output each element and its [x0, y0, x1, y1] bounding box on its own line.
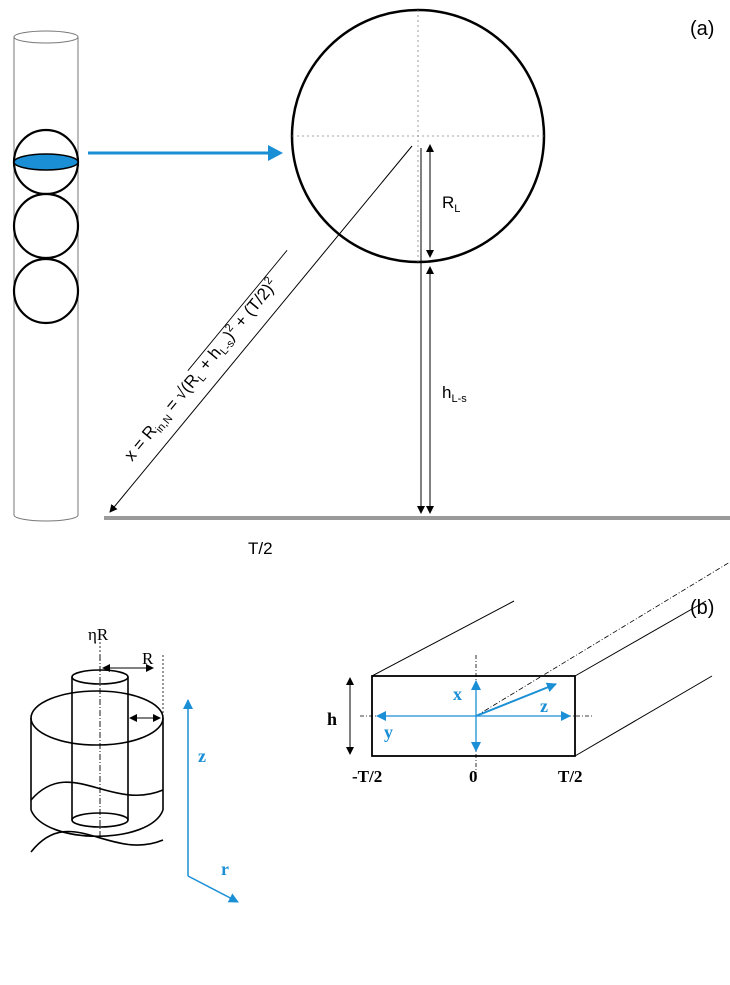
- panel-b-label: (b): [690, 597, 714, 619]
- svg-text:x = Rin,N = √(RL + hL-s)2 + (T: x = Rin,N = √(RL + hL-s)2 + (T/2)2: [120, 274, 284, 466]
- zero-label: 0: [469, 767, 478, 786]
- column-top-rim: [13, 30, 79, 44]
- r-axis-label: r: [221, 859, 229, 879]
- half-width-label: T/2: [248, 539, 273, 558]
- channel-top-right-edge: [574, 600, 707, 677]
- zoom-arrow-head: [268, 145, 283, 161]
- channel-bottom-right-edge: [574, 675, 713, 757]
- panel-a: (a) RL hL-s T/2: [12, 8, 730, 558]
- radius-label: RL: [442, 193, 460, 215]
- sqrt-vinculum: [187, 250, 288, 371]
- slit-channel: [371, 600, 713, 757]
- pos-half-width-label: T/2: [558, 767, 583, 786]
- distance-formula: x = Rin,N = √(RL + hL-s)2 + (T/2)2: [120, 250, 288, 466]
- sphere-bottom: [12, 257, 80, 325]
- outer-cylinder-bottom: [30, 809, 164, 838]
- r-label: R: [142, 649, 154, 668]
- eta-r-label: ηR: [88, 625, 109, 644]
- r-axis-arrow: [187, 875, 239, 903]
- column-bottom-rim: [13, 514, 79, 522]
- z-axis-label: z: [198, 746, 206, 766]
- panel-a-label: (a): [690, 18, 714, 40]
- sphere-middle: [12, 192, 80, 260]
- packed-column: [12, 30, 80, 522]
- panel-b: (b) ηR R z r: [30, 561, 730, 903]
- channel-top-left-edge: [371, 600, 515, 677]
- channel-depth-centerline: [475, 561, 730, 717]
- gap-label: hL-s: [442, 383, 467, 405]
- y-label: y: [384, 722, 393, 742]
- z-direction-arrow: [475, 682, 557, 717]
- z-label: z: [540, 696, 548, 716]
- h-label: h: [327, 709, 337, 729]
- sphere-cross-section: [13, 153, 79, 171]
- break-line-upper: [30, 781, 164, 801]
- annulus-cylinder: [30, 669, 164, 853]
- break-line-lower: [30, 830, 164, 853]
- distance-arrow: [109, 145, 413, 513]
- x-label: x: [453, 684, 462, 704]
- neg-half-width-label: -T/2: [352, 767, 382, 786]
